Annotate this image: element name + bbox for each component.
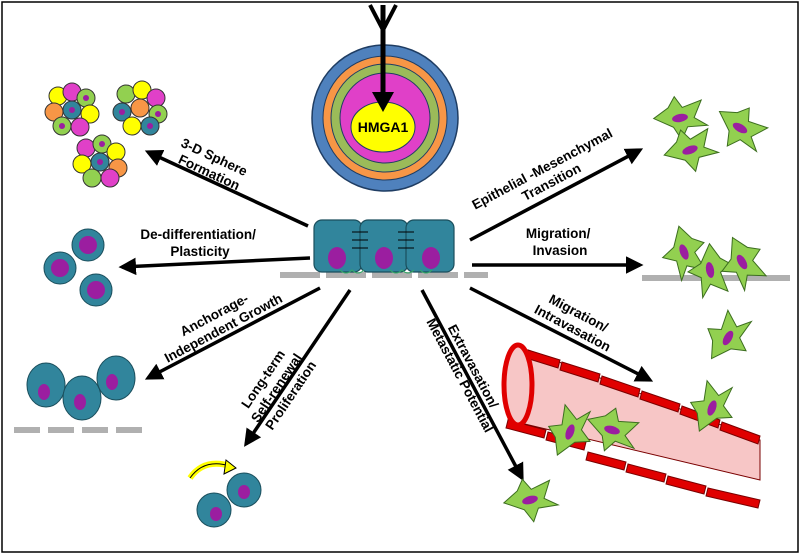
sphere-cluster-3 [72, 134, 128, 188]
arrow-anchorage [144, 286, 321, 380]
hmga1-label: HMGA1 [358, 119, 409, 135]
selfrenewal-cells [187, 459, 262, 528]
anchorage-cells [14, 355, 148, 433]
sphere-cluster-1 [44, 82, 100, 137]
central-epithelial-cells [280, 219, 488, 278]
sphere-cluster-2 [112, 80, 168, 136]
label-dediff: De-differentiation/ Plasticity [140, 227, 259, 259]
dediff-cells [43, 228, 113, 307]
arrow-sphere [144, 149, 309, 228]
label-invasion: Migration/ Invasion [526, 226, 594, 258]
curved-arrow-icon [223, 459, 237, 475]
arrow-selfrenewal [244, 289, 352, 447]
blood-vessel [501, 342, 761, 509]
sphere-clusters [44, 80, 168, 188]
arrow-dediff [118, 256, 311, 276]
arrow-emt [469, 148, 644, 242]
arrow-intravasation [469, 286, 654, 382]
arrows [118, 148, 654, 482]
dart-fletch-icon [368, 4, 398, 35]
arrow-extravasation [420, 289, 524, 482]
invasion-cells [642, 219, 790, 300]
dart-head-icon [372, 92, 394, 112]
hmga1-target: HMGA1 [311, 4, 459, 192]
